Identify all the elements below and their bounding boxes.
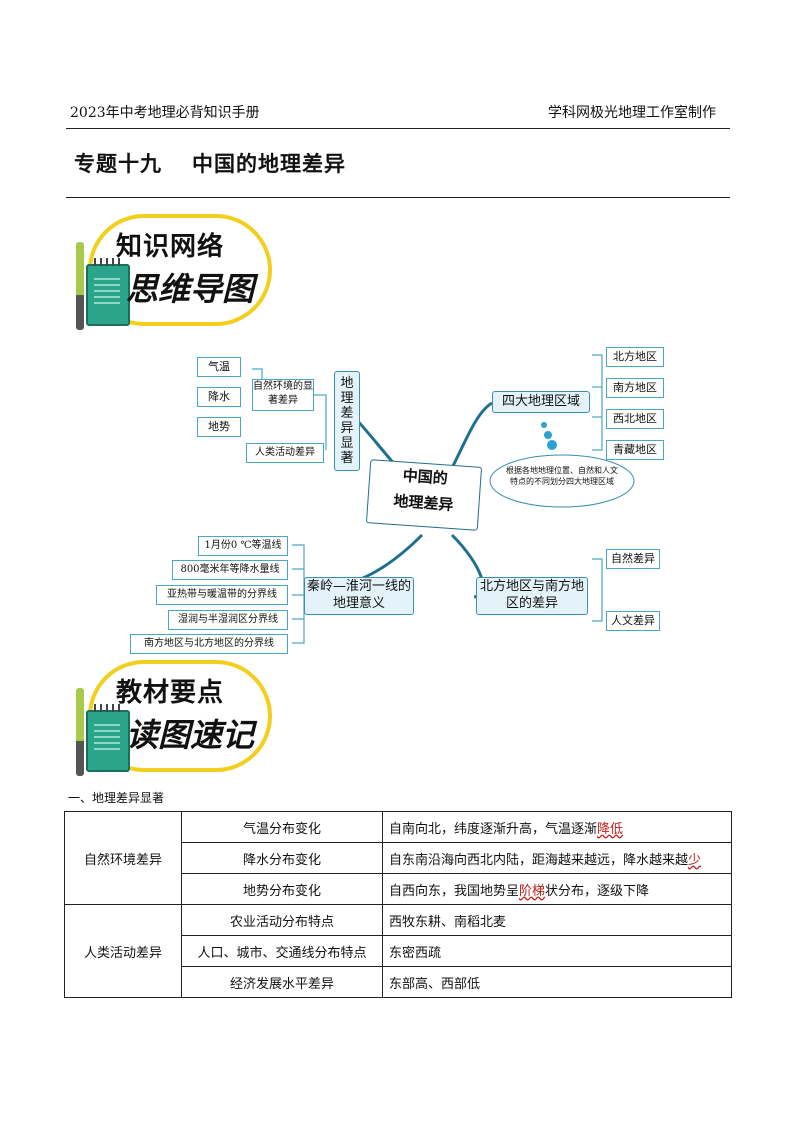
badge-line2: 思维导图	[126, 270, 255, 308]
table-row: 降水分布变化 自东南沿海向西北内陆，距海越来越远，降水越来越少	[65, 842, 732, 874]
title-topic: 专题十九	[74, 152, 162, 176]
mind-map-node: 亚热带与暖温带的分界线	[156, 585, 288, 605]
mind-map-node: 南方地区	[606, 378, 664, 398]
badge-line2: 读图速记	[126, 716, 255, 754]
mind-map-node: 北方地区	[606, 347, 664, 367]
mind-map-node: 降水	[197, 387, 241, 407]
table-desc: 自东南沿海向西北内陆，距海越来越远，降水越来越少	[382, 842, 732, 874]
page-title: 专题十九 中国的地理差异	[74, 148, 346, 178]
mind-map-node-main: 北方地区与南方地区的差异	[476, 577, 588, 615]
pen-icon	[76, 242, 84, 330]
mind-map-node: 1月份0 ℃等温线	[198, 536, 288, 556]
table-item: 人口、城市、交通线分布特点	[181, 935, 383, 967]
title-name: 中国的地理差异	[192, 152, 346, 176]
table-item: 经济发展水平差异	[181, 966, 383, 998]
table-item: 气温分布变化	[181, 811, 383, 843]
title-divider	[66, 197, 730, 198]
desc-text: 自西向东，我国地势呈	[389, 883, 520, 899]
mind-map-node: 西北地区	[606, 409, 664, 429]
mind-map-node: 800毫米年等降水量线	[172, 560, 288, 580]
badge-mindmap: 知识网络 思维导图	[72, 212, 272, 330]
mind-map-node: 南方地区与北方地区的分界线	[130, 634, 288, 654]
mind-map-node: 地势	[197, 417, 241, 437]
notebook-icon	[86, 258, 130, 326]
table-item: 地势分布变化	[181, 873, 383, 905]
mind-map-node-main: 四大地理区域	[492, 391, 590, 413]
table-row: 人类活动差异 农业活动分布特点 西牧东耕、南稻北麦	[64, 904, 732, 998]
mind-map-node: 人类活动差异	[246, 443, 324, 463]
difference-table: 自然环境差异 气温分布变化 自南向北，纬度逐渐升高，气温逐渐降低 降水分布变化 …	[64, 811, 732, 998]
mind-map-char: 著	[340, 451, 354, 466]
table-row: 经济发展水平差异 东部高、西部低	[65, 966, 732, 998]
mind-map-char: 地	[340, 376, 354, 391]
page-header: 2023年中考地理必背知识手册 学科网极光地理工作室制作	[66, 100, 730, 129]
mind-map-node: 自然环境的显著差异	[252, 379, 314, 411]
badge-line1: 知识网络	[116, 232, 225, 262]
header-right: 学科网极光地理工作室制作	[548, 105, 716, 121]
mind-map-char: 差	[340, 406, 354, 421]
table-category: 自然环境差异	[64, 811, 182, 905]
desc-key: 阶梯	[519, 883, 546, 899]
mind-map-char: 异	[340, 421, 354, 436]
badge-textbook: 教材要点 读图速记	[72, 658, 272, 776]
table-desc: 自南向北，纬度逐渐升高，气温逐渐降低	[382, 811, 732, 843]
mind-map-center: 中国的 地理差异	[365, 459, 483, 531]
mind-map-node-main: 秦岭—淮河一线的地理意义	[304, 577, 414, 615]
table-row: 人口、城市、交通线分布特点 东密西疏	[65, 935, 732, 967]
table-desc: 东部高、西部低	[382, 966, 732, 998]
mind-map-node: 自然差异	[606, 549, 660, 569]
mind-map-node: 气温	[197, 357, 241, 377]
mind-map-node: 青藏地区	[606, 440, 664, 460]
table-desc: 西牧东耕、南稻北麦	[382, 904, 732, 936]
table-item: 农业活动分布特点	[181, 904, 383, 936]
mind-map-node: 湿润与半湿润区分界线	[168, 610, 288, 630]
table-category: 人类活动差异	[64, 904, 182, 998]
mind-map-node-main: 地 理 差 异 显 著	[334, 371, 360, 471]
desc-text: 状分布，逐级下降	[545, 883, 650, 899]
table-row: 地势分布变化 自西向东，我国地势呈阶梯状分布，逐级下降	[65, 873, 732, 905]
notebook-icon	[86, 704, 130, 772]
table-item: 降水分布变化	[181, 842, 383, 874]
table-desc: 东密西疏	[382, 935, 732, 967]
badge-line1: 教材要点	[116, 678, 225, 708]
mind-map: 气温 降水 地势 自然环境的显著差异 人类活动差异 地 理 差 异 显 著 中国…	[130, 345, 666, 655]
desc-text: 自东南沿海向西北内陆，距海越来越远，降水越来越	[389, 852, 689, 868]
pen-icon	[76, 688, 84, 776]
table-desc: 自西向东，我国地势呈阶梯状分布，逐级下降	[382, 873, 732, 905]
desc-key: 降低	[597, 821, 624, 837]
desc-key: 少	[688, 852, 702, 868]
mind-map-char: 显	[340, 436, 354, 451]
table-row: 自然环境差异 气温分布变化 自南向北，纬度逐渐升高，气温逐渐降低	[64, 811, 732, 905]
desc-text: 自南向北，纬度逐渐升高，气温逐渐	[389, 821, 598, 837]
mind-map-char: 理	[340, 391, 354, 406]
section-heading: 一、地理差异显著	[68, 791, 165, 805]
mind-map-note: 根据各地地理位置、自然和人文特点的不同划分四大地理区域	[506, 466, 618, 486]
mind-map-node: 人文差异	[606, 611, 660, 631]
header-left: 2023年中考地理必背知识手册	[70, 105, 260, 121]
